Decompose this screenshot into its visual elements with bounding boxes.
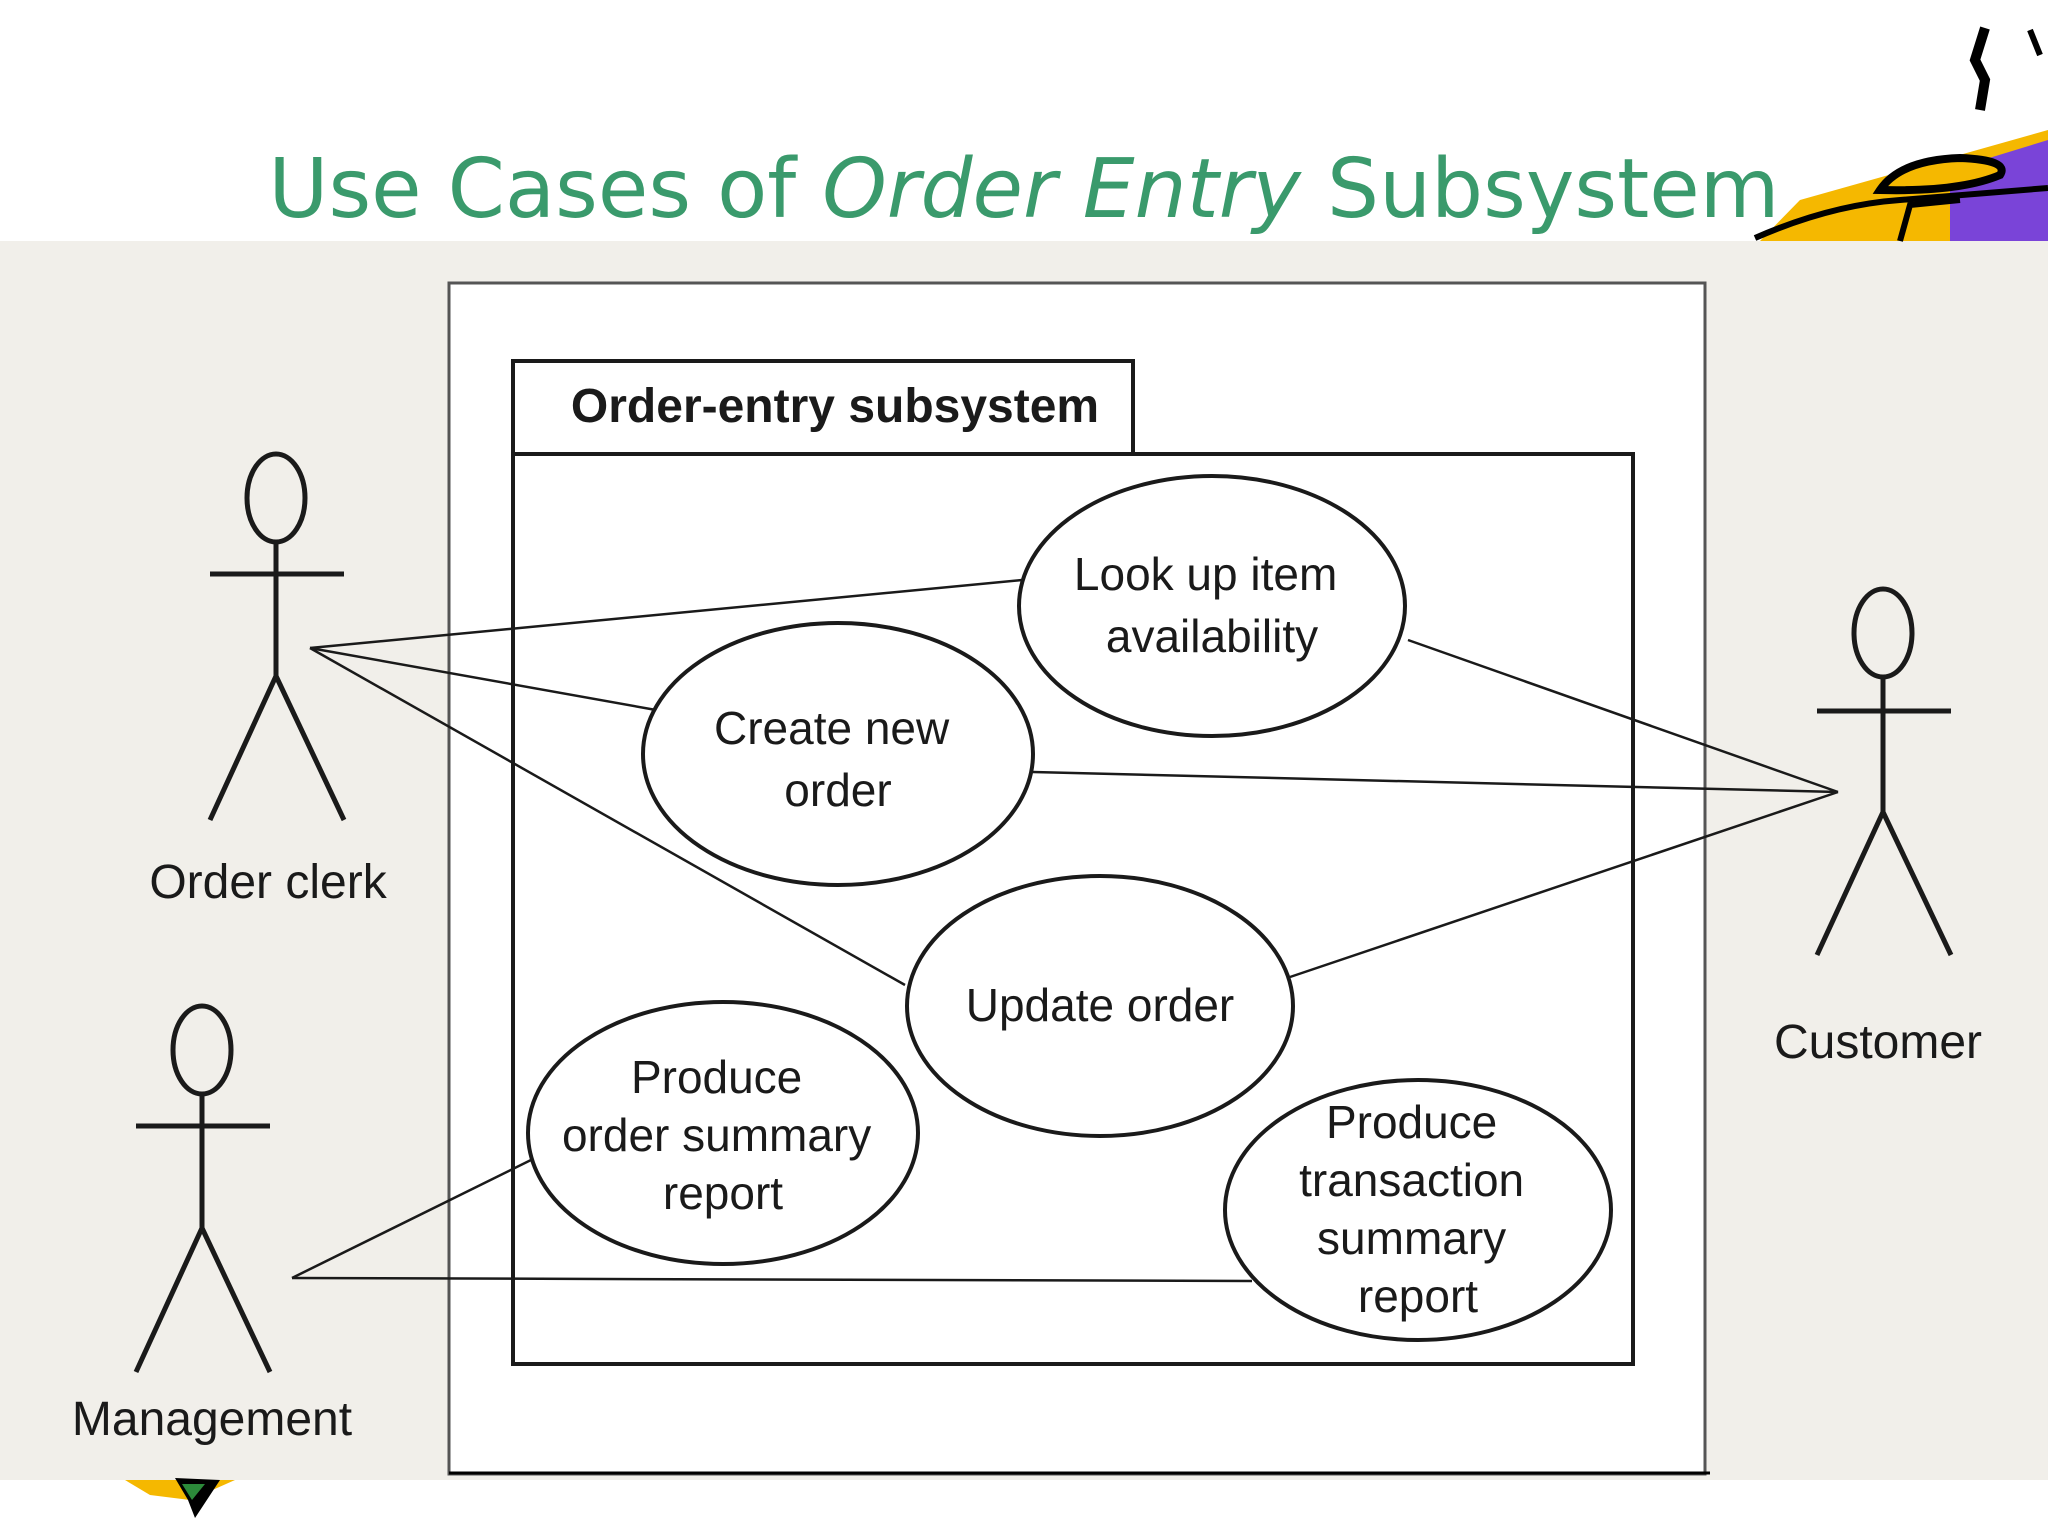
title-suffix: Subsystem	[1300, 142, 1780, 237]
usecase-look-up-item: Look up item availability	[1017, 474, 1407, 738]
actor-management-head	[170, 1003, 234, 1097]
usecase-order-summary-report: Produce order summary report	[526, 1000, 920, 1266]
usecase-create-line-2: order	[784, 764, 891, 816]
svg-text:Produce order summary: Produce order summary report	[562, 1051, 884, 1219]
assoc-clerk-update	[309, 646, 906, 987]
assoc-customer-update	[1289, 790, 1839, 979]
actor-order-clerk	[207, 451, 347, 822]
usecase-update-line-1: Update order	[966, 979, 1235, 1031]
usecase-transaction-line-3: summary	[1317, 1212, 1506, 1264]
title-italic: Order Entry	[822, 142, 1301, 237]
usecase-transaction-line-2: transaction	[1299, 1154, 1524, 1206]
svg-text:Produce transaction: Produce transaction summary report	[1299, 1096, 1537, 1322]
usecase-update-order: Update order	[905, 874, 1295, 1138]
usecase-look-up-line-1: Look up item	[1074, 548, 1337, 600]
actor-management	[133, 1003, 273, 1374]
actor-order-clerk-head	[244, 451, 308, 545]
usecase-transaction-line-1: Produce	[1326, 1096, 1497, 1148]
actor-management-label: Management	[72, 1393, 352, 1446]
assoc-customer-create	[1032, 770, 1839, 794]
usecase-ordersummary-line-2: order summary	[562, 1109, 871, 1161]
usecase-create-new-order: Create new order	[641, 621, 1035, 887]
usecase-ordersummary-line-1: Produce	[631, 1051, 802, 1103]
title-prefix: Use Cases of	[268, 142, 823, 237]
assoc-clerk-lookup	[309, 578, 1023, 650]
usecase-ordersummary-line-3: report	[663, 1167, 783, 1219]
actor-customer-head	[1851, 586, 1915, 680]
arrow-clipart-icon	[125, 1478, 235, 1518]
assoc-customer-lookup	[1407, 638, 1839, 794]
assoc-management-ordersummary	[291, 1156, 536, 1280]
usecase-create-line-1: Create new	[714, 702, 950, 754]
svg-text:Look up item availabilit: Look up item availability	[1074, 548, 1350, 662]
assoc-management-transaction	[291, 1276, 1253, 1283]
slide-title: Use Cases of Order Entry Subsystem	[0, 140, 2048, 240]
svg-text:Update order: Update order	[966, 979, 1235, 1031]
subsystem-tab	[511, 359, 1135, 458]
assoc-clerk-create	[309, 646, 657, 712]
running-figure-clipart-icon	[1753, 26, 2048, 242]
usecase-transaction-summary-report: Produce transaction summary report	[1223, 1078, 1613, 1342]
actor-customer	[1814, 586, 1954, 957]
svg-text:Create new order: Create new order	[714, 702, 962, 816]
actor-order-clerk-label: Order clerk	[149, 856, 387, 909]
subsystem-label: Order-entry subsystem	[571, 380, 1099, 433]
actor-customer-label: Customer	[1774, 1016, 1982, 1069]
usecase-look-up-line-2: availability	[1106, 610, 1318, 662]
usecase-transaction-line-4: report	[1358, 1270, 1478, 1322]
